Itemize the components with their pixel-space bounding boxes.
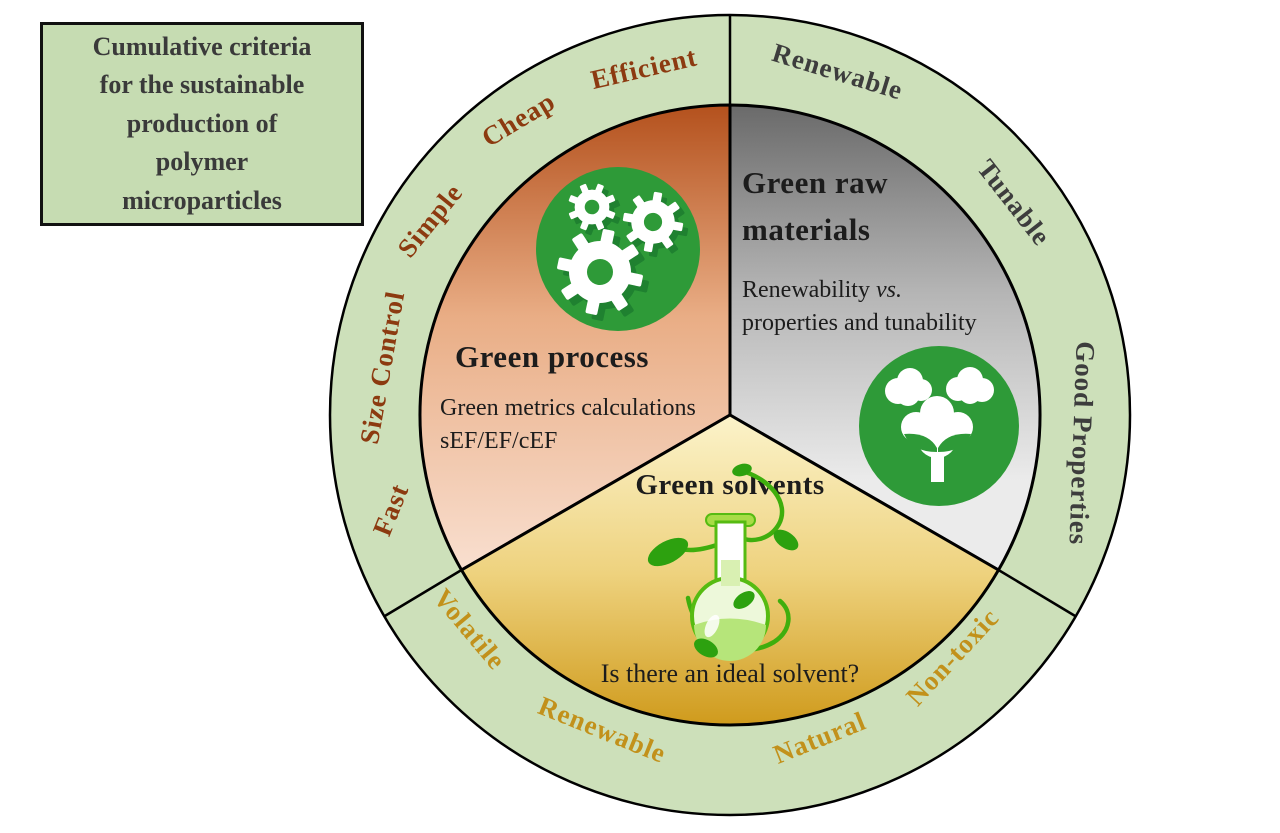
green-raw-materials-desc-line1: Renewability vs.: [742, 277, 902, 303]
criteria-box-line: production of: [126, 108, 278, 138]
criteria-box-line: microparticles: [122, 185, 282, 215]
green-raw-materials-title-line2: materials: [742, 212, 870, 247]
gears-icon: [536, 167, 700, 331]
green-solvents-title: Green solvents: [635, 469, 824, 501]
criteria-box: Cumulative criteria for the sustainable …: [40, 22, 364, 226]
ring-divider: [383, 568, 463, 618]
ring-divider: [997, 568, 1077, 618]
ring-label-good-properties: Good Properties: [1063, 341, 1100, 546]
green-raw-materials-title-line1: Green raw: [742, 165, 888, 200]
green-process-desc-line2: sEF/EF/cEF: [440, 428, 557, 454]
green-process-title: Green process: [455, 339, 649, 374]
criteria-box-line: polymer: [155, 147, 249, 177]
criteria-box-line: for the sustainable: [99, 70, 305, 100]
green-solvents-question: Is there an ideal solvent?: [601, 659, 859, 688]
cotton-plant-icon: [859, 346, 1019, 506]
green-raw-materials-desc-line2: properties and tunability: [742, 310, 977, 336]
flask-plant-icon: [647, 463, 799, 661]
criteria-box-line: Cumulative criteria: [92, 31, 312, 61]
green-process-desc-line1: Green metrics calculations: [440, 395, 696, 421]
